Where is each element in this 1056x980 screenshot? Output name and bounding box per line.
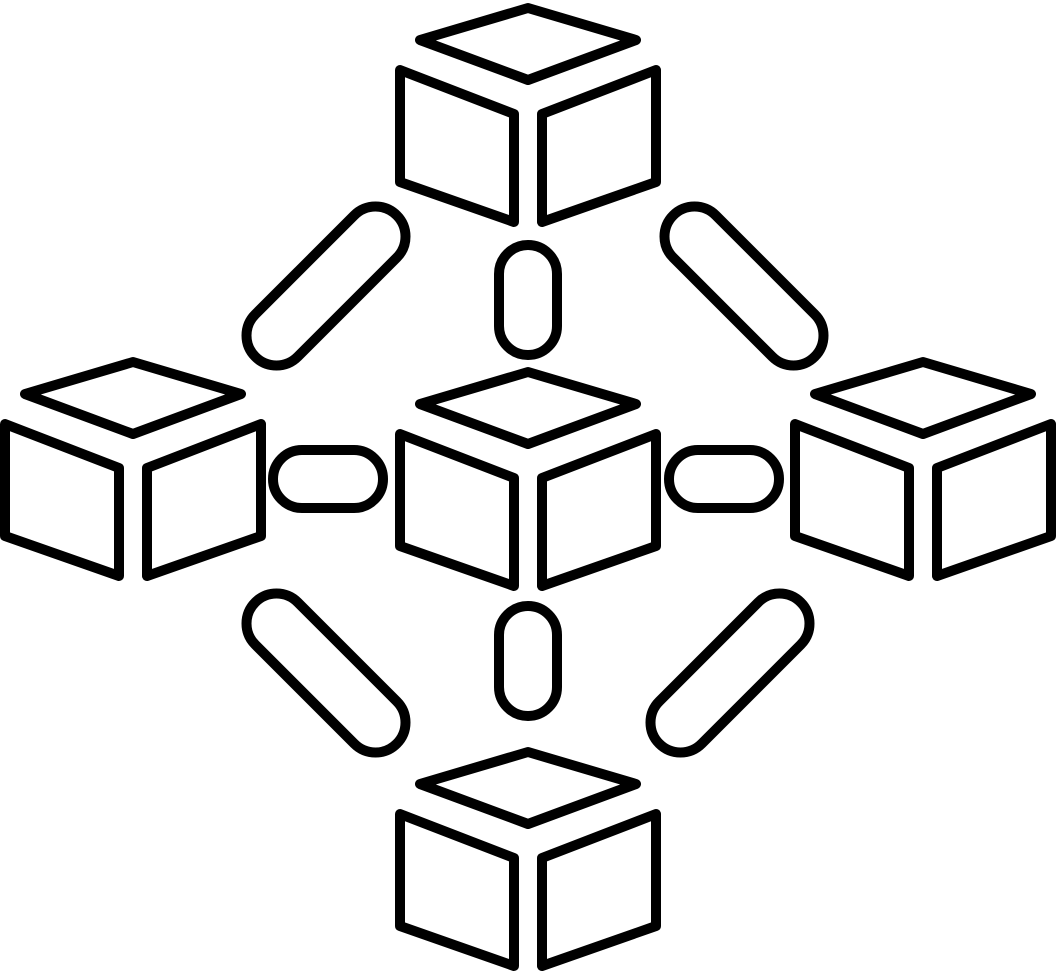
link-top-right-diagonal — [659, 201, 829, 371]
block-center-left-face — [395, 429, 519, 591]
block-center-cube — [395, 367, 661, 591]
link-center-to-right — [664, 445, 784, 513]
block-left-right-face — [142, 419, 266, 581]
block-left-cube — [0, 357, 266, 581]
block-bottom-cube — [395, 747, 661, 971]
block-center-top-face — [415, 367, 641, 449]
block-right-left-face — [790, 419, 914, 581]
link-left-to-center — [268, 445, 388, 513]
block-left-left-face — [0, 419, 124, 581]
block-bottom-left-face — [395, 809, 519, 971]
block-top-top-face — [415, 3, 641, 85]
block-bottom-right-face — [537, 809, 661, 971]
block-top-right-face — [537, 65, 661, 227]
link-bottom-left-diagonal — [241, 588, 411, 758]
block-left-top-face — [20, 357, 246, 439]
link-top-to-center — [494, 240, 562, 360]
link-bottom-right-diagonal — [645, 588, 815, 758]
link-top-left-diagonal — [241, 201, 411, 371]
block-right-cube — [790, 357, 1056, 581]
block-right-top-face — [810, 357, 1036, 439]
blocks-group — [0, 3, 1056, 971]
block-bottom-top-face — [415, 747, 641, 829]
block-center-right-face — [537, 429, 661, 591]
block-top-cube — [395, 3, 661, 227]
block-top-left-face — [395, 65, 519, 227]
link-center-to-bottom — [494, 601, 562, 721]
block-right-right-face — [932, 419, 1056, 581]
links-group — [241, 201, 829, 758]
